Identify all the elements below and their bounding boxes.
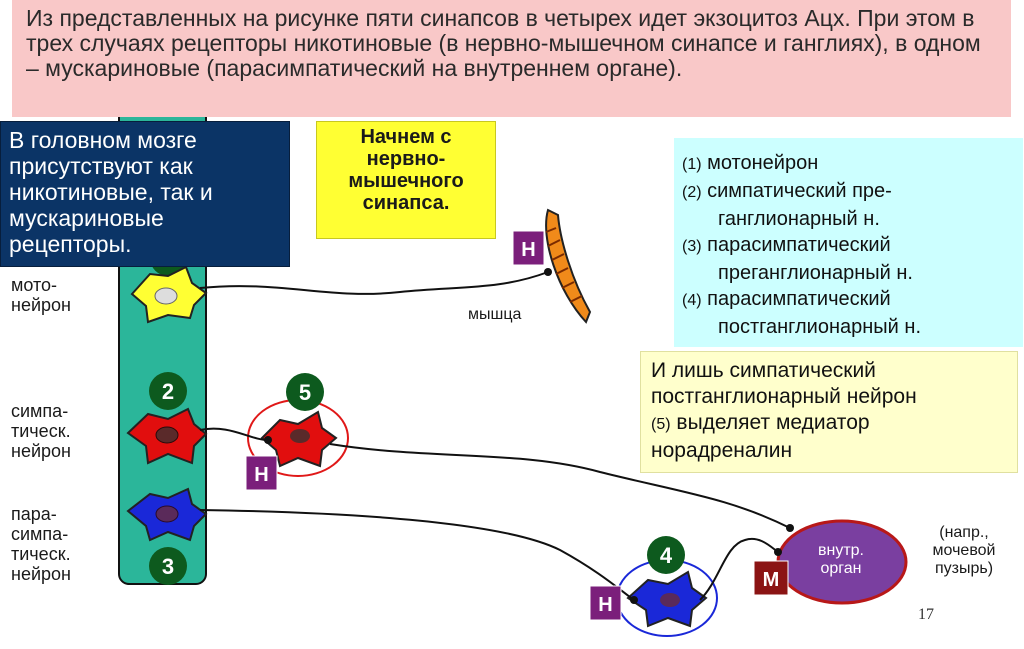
axon-sympathetic-to-ganglion5 <box>199 427 269 441</box>
receptor-badge-organ-text: М <box>763 569 780 591</box>
sympathetic-label: симпа- тическ. нейрон <box>11 401 71 461</box>
legend-item-2: (2) симпатический пре- <box>682 180 892 202</box>
legend-item-4-cont: постганглионарный н. <box>718 316 921 338</box>
synapse-terminal-muscle <box>544 268 552 276</box>
receptor-badge-muscle-text: Н <box>521 239 535 261</box>
receptor-badge-organ: М <box>753 560 789 596</box>
synapse-terminal-organ-symp <box>786 524 794 532</box>
sympathetic-neuron-nucleus <box>155 426 179 444</box>
legend-item-1: (1) мотонейрон <box>682 152 819 174</box>
synapse-terminal-ganglion5 <box>264 436 272 444</box>
sympathetic-note: И лишь симпатический постганглионарный н… <box>640 351 1018 473</box>
begin-note: Начнем с нервно-мышечного синапса. <box>316 121 496 239</box>
motoneuron-nucleus <box>154 287 178 305</box>
receptor-badge-ganglion4: Н <box>589 585 622 621</box>
muscle-shape <box>545 208 592 324</box>
axon-parasympathetic-to-ganglion4 <box>199 509 635 601</box>
number-badge-2-text: 2 <box>162 379 174 404</box>
legend-item-4: (4) парасимпатический <box>682 288 891 310</box>
symp-note-line2: постганглионарный нейрон <box>651 385 917 408</box>
top-note-text: Из представленных на рисунке пяти синапс… <box>26 5 981 81</box>
number-badge-3: 3 <box>149 547 187 585</box>
organ-label: внутр. орган <box>817 542 864 577</box>
brain-receptors-note: В головном мозге присутствуют как никоти… <box>0 121 290 267</box>
axon-ganglion5-to-organ <box>329 443 791 529</box>
legend-item-2-cont: ганглионарный н. <box>718 208 880 230</box>
brain-receptors-text: В головном мозге присутствуют как никоти… <box>9 127 213 257</box>
motoneuron-label: мото- нейрон <box>11 275 71 315</box>
legend-item-3-cont: преганглионарный н. <box>718 262 913 284</box>
legend: (1) мотонейрон (2) симпатический пре- га… <box>674 138 1023 347</box>
axon-motoneuron-to-muscle <box>199 271 549 295</box>
organ-example-label: (напр., мочевой пузырь) <box>932 524 996 577</box>
symp-note-line1: И лишь симпатический <box>651 359 876 382</box>
axon-ganglion4-to-organ <box>699 537 779 601</box>
receptor-badge-ganglion4-text: Н <box>598 594 612 616</box>
number-badge-5-text: 5 <box>299 380 311 405</box>
symp-note-line4: норадреналин <box>651 439 793 462</box>
symp-note-line3: (5) выделяет медиатор <box>651 411 870 434</box>
begin-note-text: Начнем с нервно-мышечного синапса. <box>348 126 464 214</box>
ganglion-5-nucleus <box>290 429 310 443</box>
parasympathetic-neuron-nucleus <box>155 505 179 523</box>
synapse-terminal-ganglion4 <box>630 596 638 604</box>
receptor-badge-ganglion5: Н <box>245 455 278 491</box>
number-badge-2: 2 <box>149 372 187 410</box>
number-badge-3-text: 3 <box>162 554 174 579</box>
parasympathetic-label: пара- симпа- тическ. нейрон <box>11 504 71 584</box>
number-badge-4-text: 4 <box>660 543 673 568</box>
muscle-stripes <box>545 227 583 303</box>
number-badge-4: 4 <box>647 536 685 574</box>
receptor-badge-ganglion5-text: Н <box>254 464 268 486</box>
top-note: Из представленных на рисунке пяти синапс… <box>12 0 1011 117</box>
ganglion-4-nucleus <box>660 593 680 607</box>
number-badge-5: 5 <box>286 373 324 411</box>
muscle-label: мышца <box>468 306 522 323</box>
receptor-badge-muscle: Н <box>512 230 545 266</box>
synapse-terminal-organ-para <box>774 548 782 556</box>
page-number: 17 <box>918 606 934 623</box>
legend-item-3: (3) парасимпатический <box>682 234 891 256</box>
